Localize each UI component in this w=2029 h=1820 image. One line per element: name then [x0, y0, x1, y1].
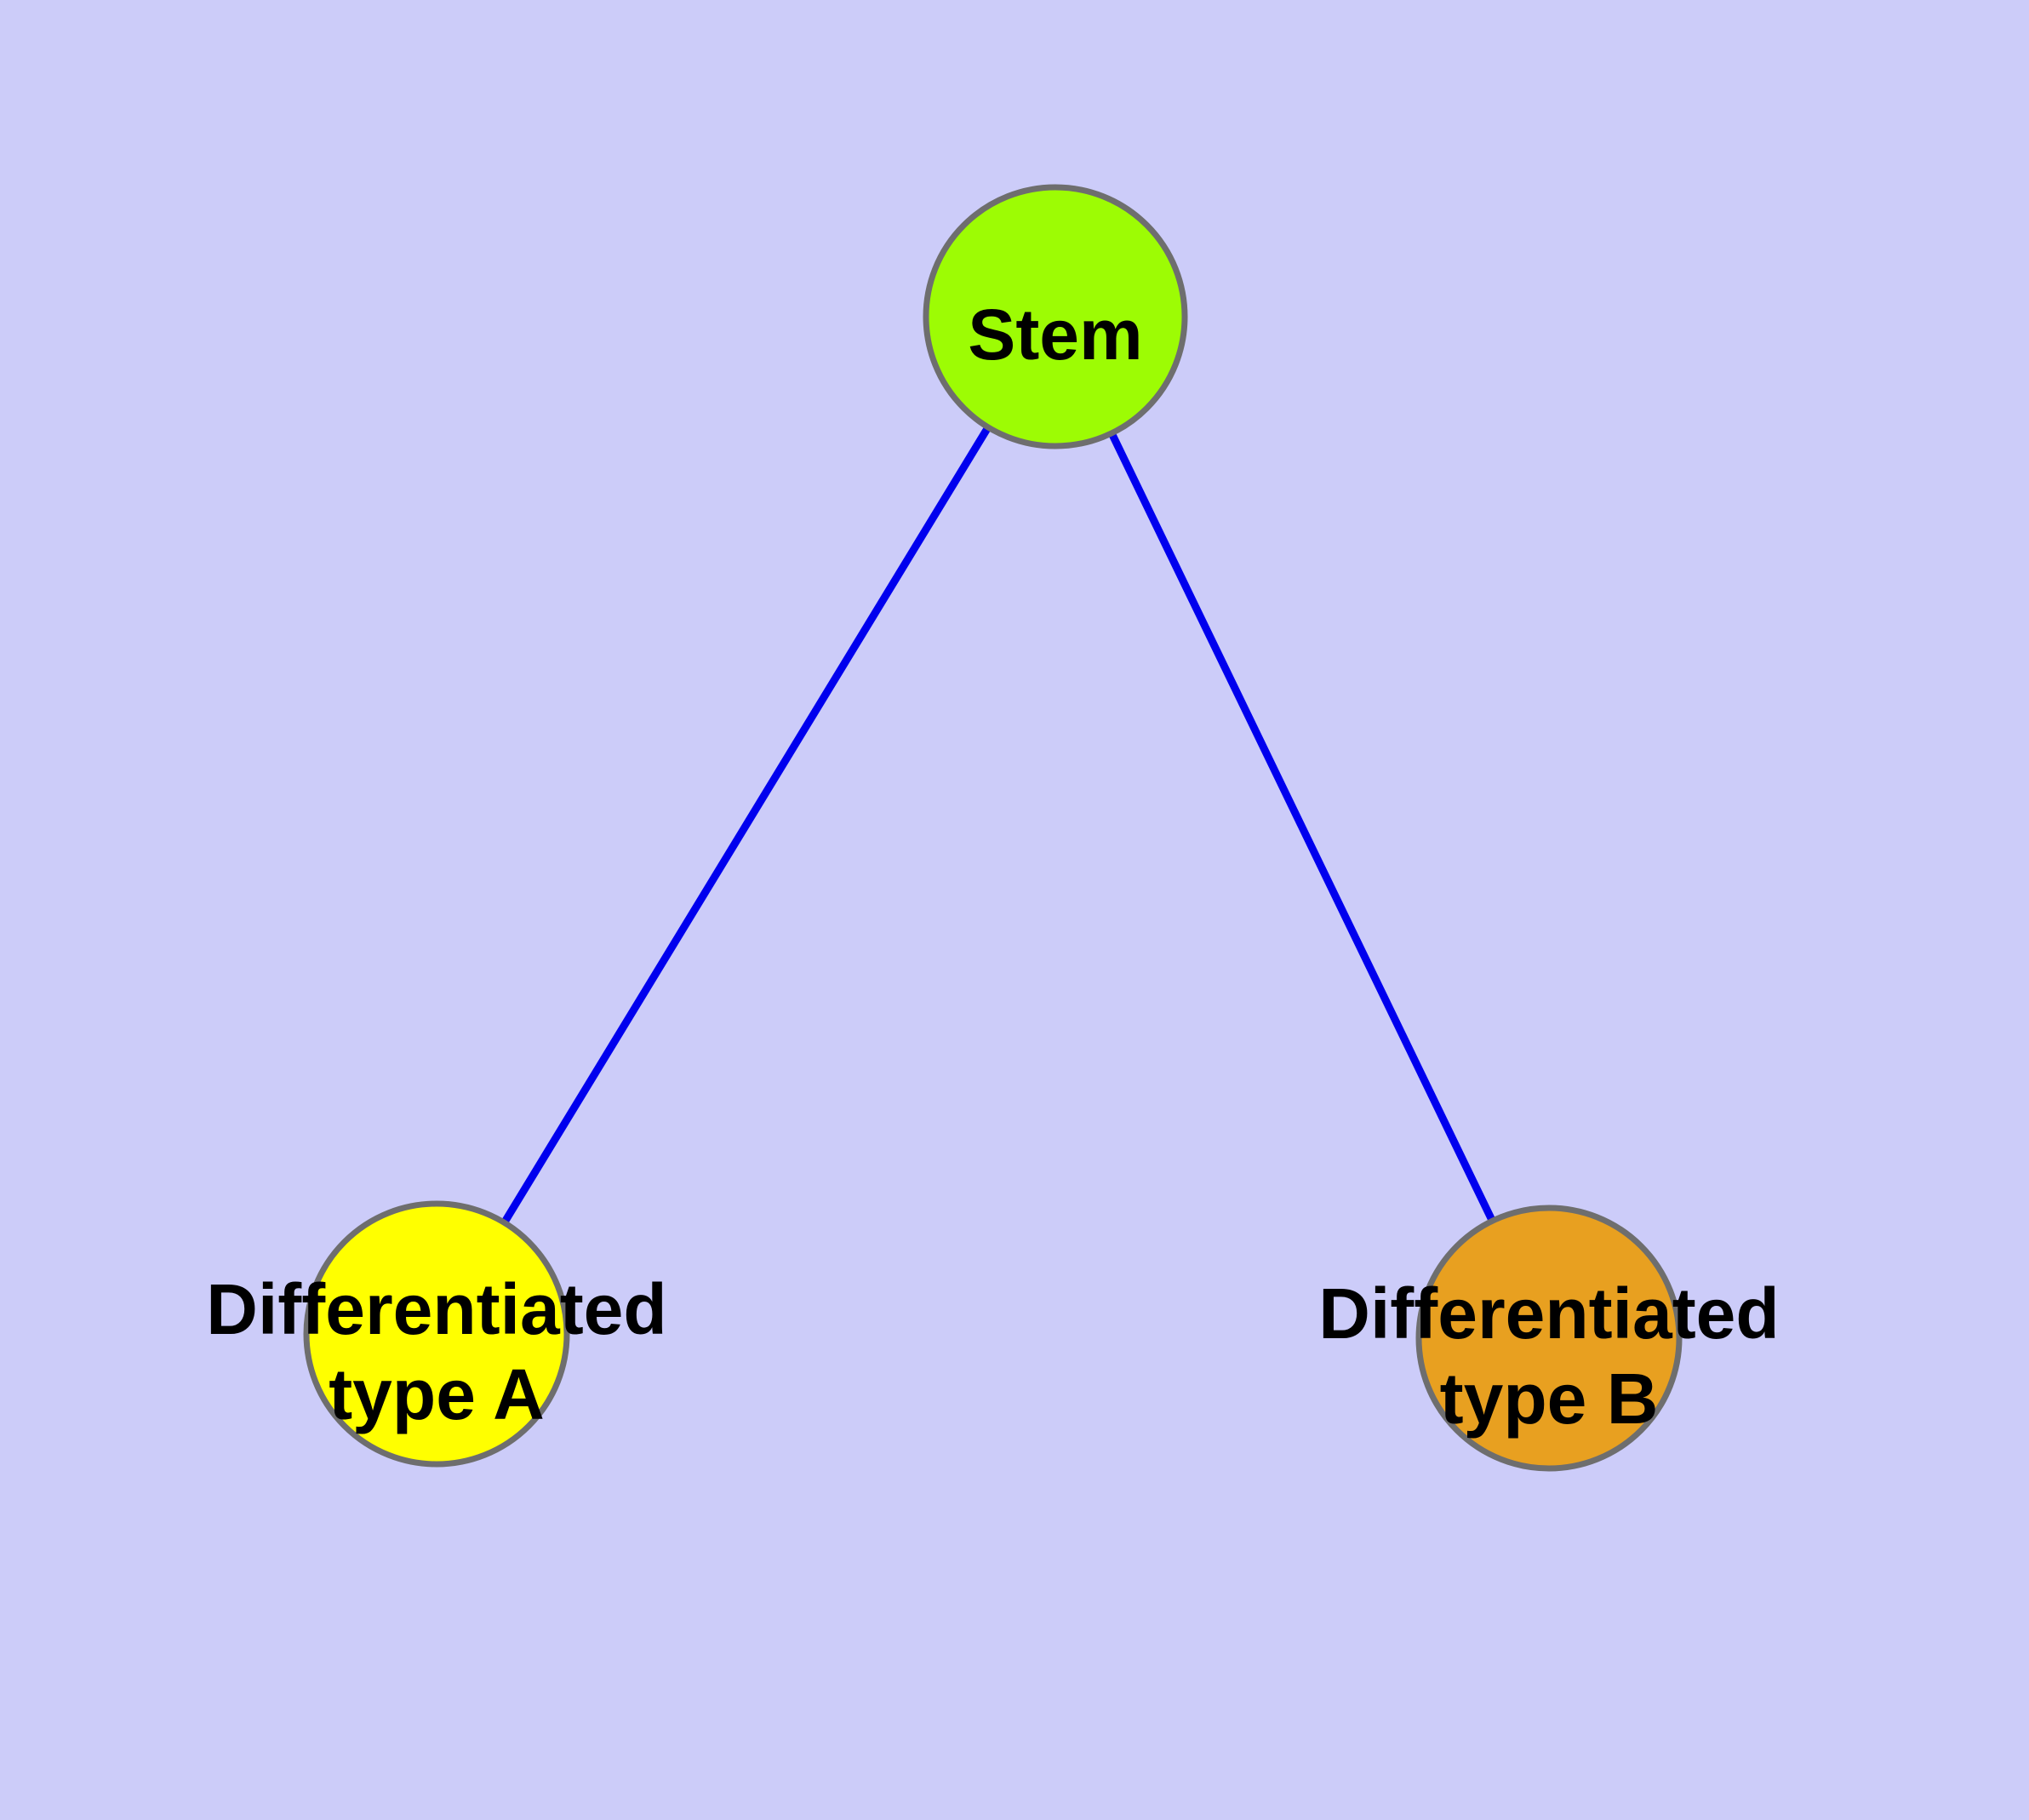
- node-differentiated-type-b[interactable]: [1415, 1205, 1683, 1472]
- node-differentiated-type-a[interactable]: [303, 1200, 570, 1468]
- node-label-line: Differentiated: [206, 1269, 666, 1349]
- node-label-line: Differentiated: [1318, 1273, 1779, 1354]
- node-label-line: type B: [1440, 1359, 1659, 1439]
- edges-layer: [499, 422, 1498, 1228]
- edge-stem-to-differentiated-type-a[interactable]: [499, 422, 993, 1228]
- node-stem[interactable]: [923, 184, 1188, 449]
- node-label-stem: Stem: [968, 295, 1142, 375]
- edge-stem-to-differentiated-type-b[interactable]: [1106, 428, 1498, 1226]
- nodes-layer: [303, 184, 1683, 1472]
- node-label-line: Stem: [968, 295, 1142, 375]
- node-label-line: type A: [329, 1354, 545, 1434]
